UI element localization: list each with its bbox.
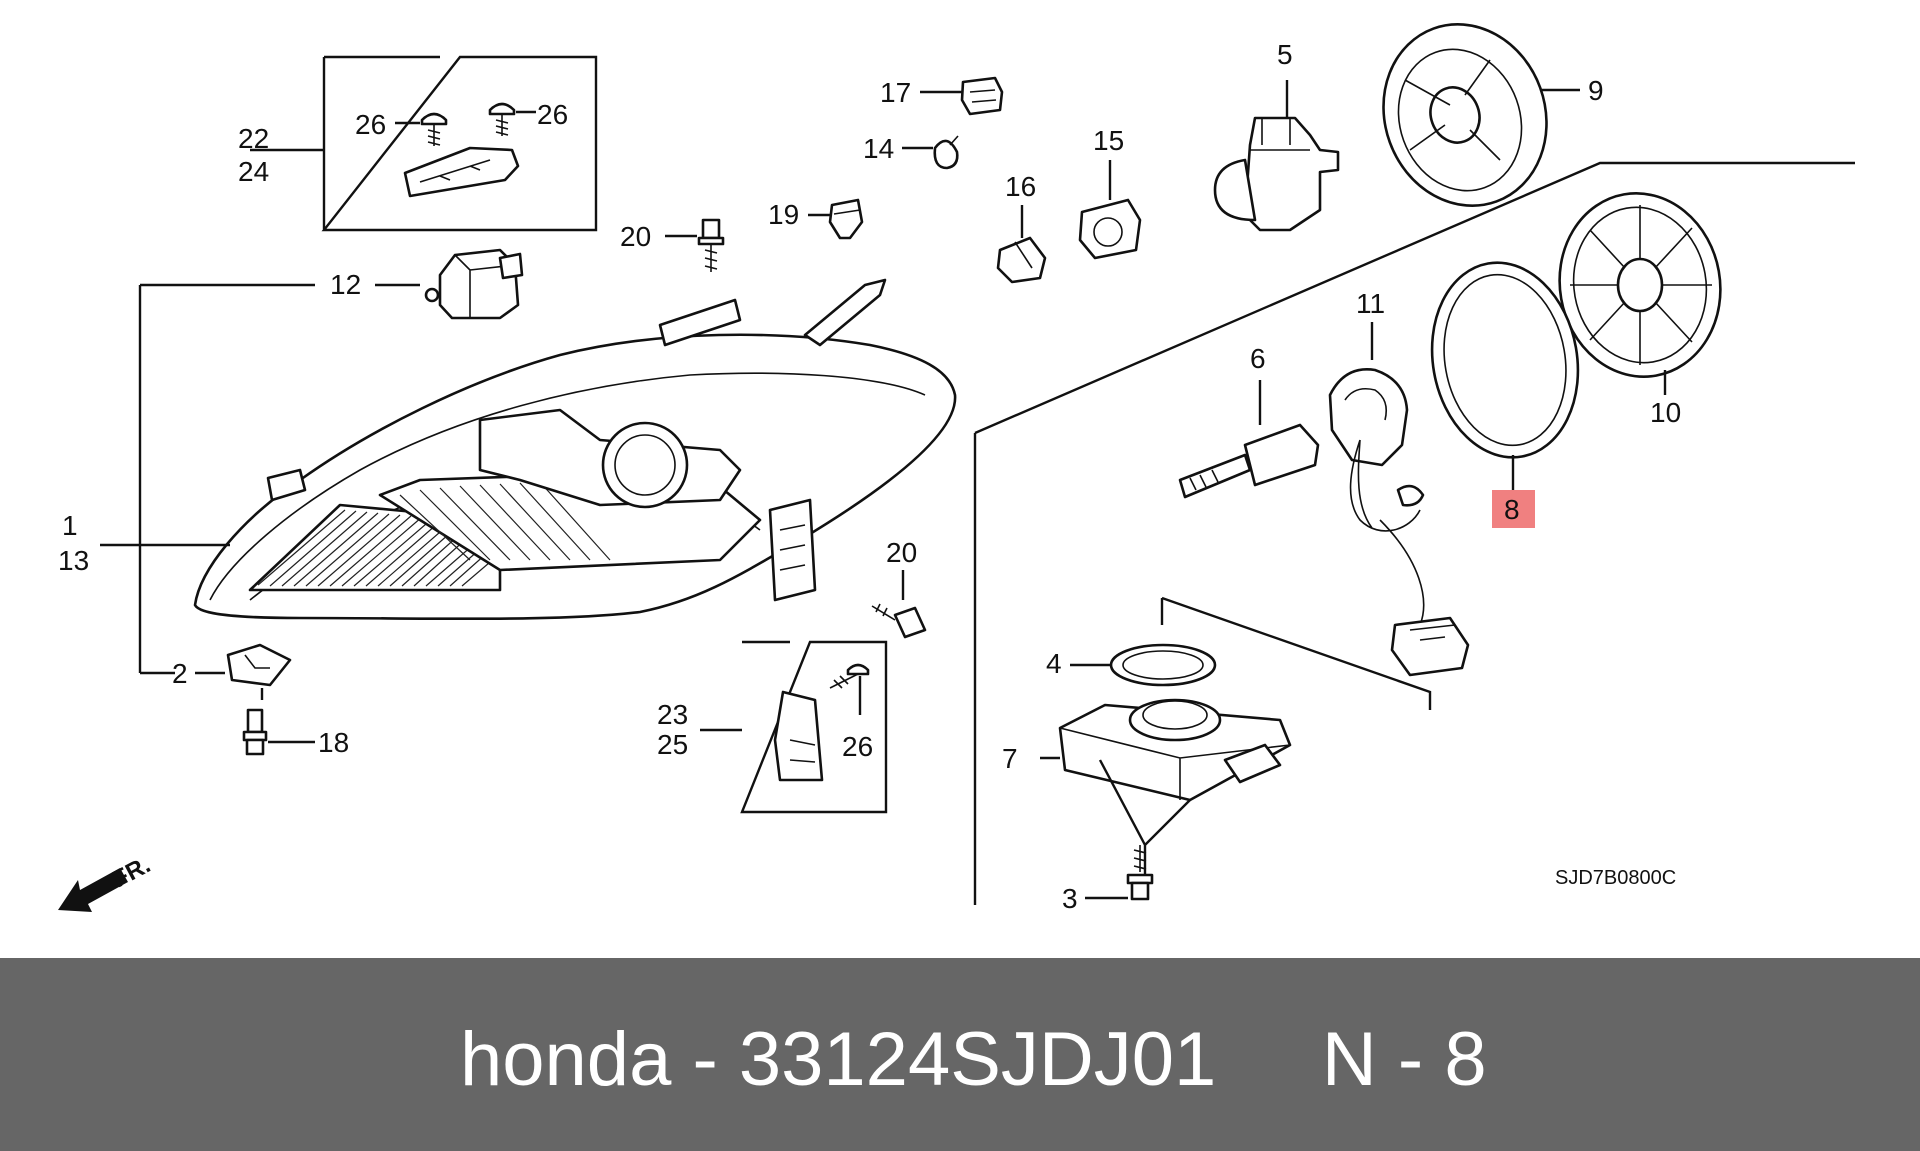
socket-17 bbox=[920, 76, 1004, 116]
callout-6: 6 bbox=[1250, 343, 1266, 374]
callout-22: 22 bbox=[238, 123, 269, 154]
hid-group-outline bbox=[973, 161, 1855, 905]
callout-11: 11 bbox=[1356, 288, 1385, 319]
callout-24: 24 bbox=[238, 156, 269, 187]
callout-20-upper: 20 bbox=[620, 221, 651, 252]
socket-15 bbox=[1078, 160, 1142, 260]
callout-16: 16 bbox=[1005, 171, 1036, 202]
bolt-18 bbox=[242, 708, 315, 756]
bracket-group-22-24 bbox=[250, 55, 598, 232]
callout-18: 18 bbox=[318, 727, 349, 758]
front-direction-arrow: FR. bbox=[58, 851, 155, 912]
bulb-5 bbox=[1213, 80, 1340, 232]
clip-2 bbox=[226, 643, 292, 700]
bolt-20-upper bbox=[665, 218, 725, 272]
callout-26-left: 26 bbox=[355, 109, 386, 140]
callout-19: 19 bbox=[768, 199, 799, 230]
bolt-20-lower bbox=[871, 570, 927, 639]
callout-3: 3 bbox=[1062, 883, 1078, 914]
ring-4 bbox=[1070, 643, 1217, 687]
screw-26-left bbox=[420, 112, 448, 146]
seal-ring-8 bbox=[1430, 261, 1580, 490]
callout-14: 14 bbox=[863, 133, 894, 164]
callout-8: 8 bbox=[1504, 494, 1520, 525]
callout-1: 1 bbox=[62, 510, 78, 541]
screw-26-right bbox=[488, 102, 516, 136]
callout-17: 17 bbox=[880, 77, 911, 108]
callout-10: 10 bbox=[1650, 397, 1681, 428]
callout-13: 13 bbox=[58, 545, 89, 576]
callout-5: 5 bbox=[1277, 39, 1293, 70]
headlight-assembly bbox=[193, 278, 957, 621]
callout-4: 4 bbox=[1046, 648, 1062, 679]
drawing-code: SJD7B0800C bbox=[1555, 867, 1676, 889]
bracket-group-23-25 bbox=[700, 640, 888, 814]
parts-diagram: FR. 1 13 2 3 4 5 6 7 8 9 10 11 12 14 15 … bbox=[58, 23, 1855, 914]
callout-9: 9 bbox=[1588, 75, 1604, 106]
bulb-14 bbox=[902, 135, 959, 170]
callout-26-lower: 26 bbox=[842, 731, 873, 762]
screw-3 bbox=[1085, 845, 1154, 901]
cover-10 bbox=[1558, 192, 1722, 395]
ballast-7 bbox=[1040, 698, 1292, 880]
igniter-11 bbox=[1328, 322, 1470, 677]
callout-20-lower: 20 bbox=[886, 537, 917, 568]
ballast-bracket-line bbox=[1161, 596, 1432, 710]
callout-2: 2 bbox=[172, 658, 188, 689]
bulb-16 bbox=[996, 205, 1047, 284]
footer-bar: honda - 33124SJDJ01 N - 8 bbox=[0, 958, 1920, 1151]
footer-title: honda - 33124SJDJ01 N - 8 bbox=[460, 1017, 1487, 1102]
callout-26-right: 26 bbox=[537, 99, 568, 130]
highlight-box-8 bbox=[1492, 490, 1535, 528]
leveling-motor-12 bbox=[424, 248, 524, 320]
callout-25: 25 bbox=[657, 729, 688, 760]
leader-bracket-12-2 bbox=[138, 283, 315, 675]
clip-19 bbox=[808, 198, 864, 240]
callout-12: 12 bbox=[330, 269, 361, 300]
callout-7: 7 bbox=[1002, 743, 1018, 774]
callout-15: 15 bbox=[1093, 125, 1124, 156]
dust-cap-9 bbox=[1382, 23, 1580, 207]
callout-23: 23 bbox=[657, 699, 688, 730]
hid-bulb-6 bbox=[1178, 380, 1320, 499]
